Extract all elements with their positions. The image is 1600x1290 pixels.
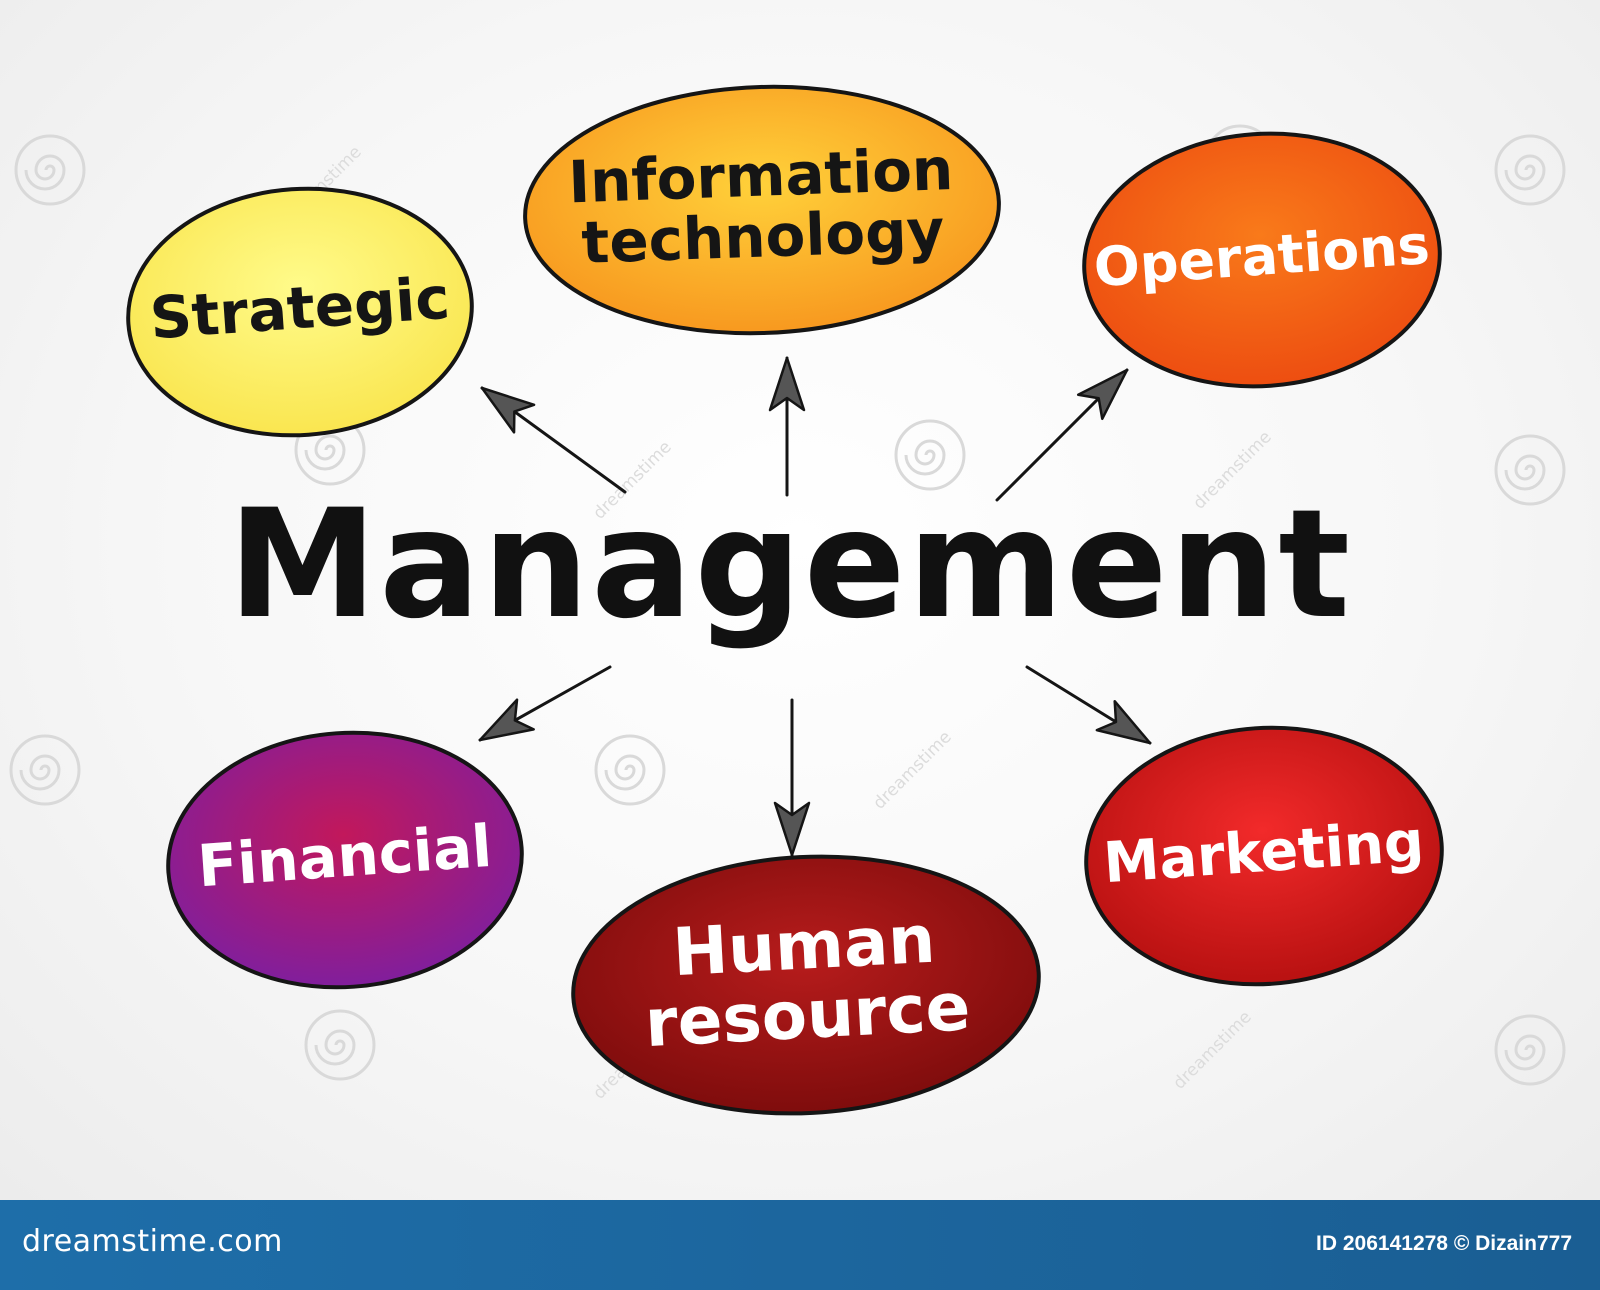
arrowhead-human-resource xyxy=(773,801,811,857)
watermark-icon xyxy=(1494,1014,1566,1086)
node-label-human-resource: Human xyxy=(671,901,937,992)
connector-layer xyxy=(478,356,1152,857)
arrowhead-operations xyxy=(1076,368,1129,421)
watermark-icon xyxy=(1494,134,1566,206)
watermark-icon xyxy=(594,734,666,806)
arrowhead-financial xyxy=(478,698,535,742)
watermark-icon xyxy=(1494,434,1566,506)
node-label-human-resource: resource xyxy=(643,968,972,1062)
node-label-information-technology: technology xyxy=(580,196,945,277)
node-operations: Operations xyxy=(1082,131,1442,389)
node-label-information-technology: Information xyxy=(567,135,954,216)
arrowhead-strategic xyxy=(480,386,536,434)
watermark-text: dreamstime xyxy=(869,727,955,813)
node-bubble-human-resource xyxy=(571,854,1041,1116)
footer-credit: ID 206141278 © Dizain777 xyxy=(1316,1232,1572,1255)
watermark-text: dreamstime xyxy=(1169,1007,1255,1093)
node-bubble-information-technology xyxy=(523,84,1001,336)
watermark-icon xyxy=(9,734,81,806)
arrowhead-information-technology xyxy=(768,356,806,412)
node-bubble-marketing xyxy=(1084,725,1444,987)
watermark-icon xyxy=(304,1009,376,1081)
node-bubble-financial xyxy=(166,730,524,990)
node-marketing: Marketing xyxy=(1084,725,1444,987)
center-label: Management xyxy=(228,478,1352,652)
node-bubble-operations xyxy=(1082,131,1442,389)
arrowhead-marketing xyxy=(1095,699,1152,745)
footer-bar: dreamstime.com ID 206141278 © Dizain777 xyxy=(0,1200,1600,1290)
node-strategic: Strategic xyxy=(126,186,474,438)
footer-logo: dreamstime.com xyxy=(22,1224,283,1259)
watermark-icon xyxy=(14,134,86,206)
node-financial: Financial xyxy=(166,730,524,990)
watermark-icon xyxy=(894,419,966,491)
node-bubble-strategic xyxy=(126,186,474,438)
